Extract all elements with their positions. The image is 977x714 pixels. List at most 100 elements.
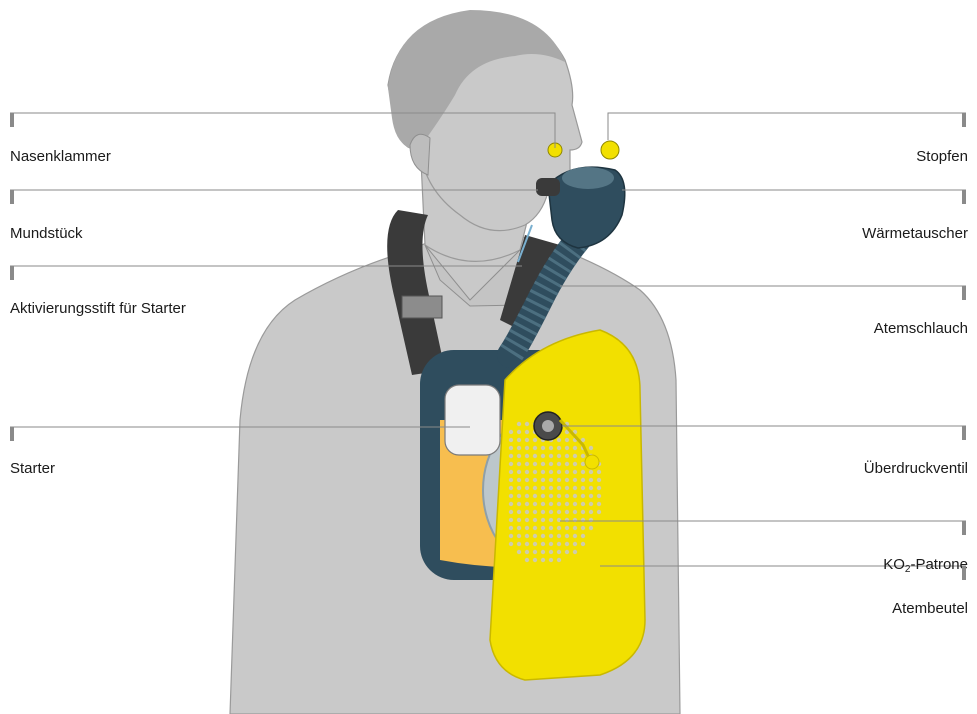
perforation-dot xyxy=(557,454,561,458)
perforation-dot xyxy=(573,526,577,530)
label-atemschlauch: Atemschlauch xyxy=(874,320,968,338)
perforation-dot xyxy=(597,486,601,490)
label-starter: Starter xyxy=(10,460,55,478)
perforation-dot xyxy=(533,558,537,562)
perforation-dot xyxy=(557,526,561,530)
perforation-dot xyxy=(581,494,585,498)
perforation-dot xyxy=(525,462,529,466)
perforation-dot xyxy=(509,470,513,474)
perforation-dot xyxy=(549,462,553,466)
perforation-dot xyxy=(533,542,537,546)
stopper xyxy=(601,141,619,159)
perforation-dot xyxy=(517,534,521,538)
perforation-dot xyxy=(557,550,561,554)
perforation-dot xyxy=(533,446,537,450)
perforation-dot xyxy=(557,446,561,450)
perforation-dot xyxy=(541,550,545,554)
perforation-dot xyxy=(517,454,521,458)
perforation-dot xyxy=(573,534,577,538)
perforation-dot xyxy=(541,534,545,538)
ear xyxy=(410,134,430,175)
perforation-dot xyxy=(549,446,553,450)
perforation-dot xyxy=(509,494,513,498)
perforation-dot xyxy=(549,470,553,474)
perforation-dot xyxy=(509,446,513,450)
perforation-dot xyxy=(517,486,521,490)
perforation-dot xyxy=(565,494,569,498)
perforation-dot xyxy=(589,510,593,514)
perforation-dot xyxy=(589,502,593,506)
perforation-dot xyxy=(541,454,545,458)
perforation-dot xyxy=(581,502,585,506)
perforation-dot xyxy=(581,454,585,458)
perforation-dot xyxy=(549,478,553,482)
perforation-dot xyxy=(509,526,513,530)
perforation-dot xyxy=(549,494,553,498)
perforation-dot xyxy=(573,454,577,458)
perforation-dot xyxy=(565,534,569,538)
perforation-dot xyxy=(589,518,593,522)
tick-atembeutel xyxy=(962,566,966,580)
tick-atemschlauch xyxy=(962,286,966,300)
perforation-dot xyxy=(525,550,529,554)
perforation-dot xyxy=(597,470,601,474)
perforation-dot xyxy=(525,534,529,538)
perforation-dot xyxy=(541,558,545,562)
perforation-dot xyxy=(557,542,561,546)
perforation-dot xyxy=(557,518,561,522)
perforation-dot xyxy=(517,542,521,546)
perforation-dot xyxy=(581,526,585,530)
perforation-dot xyxy=(517,438,521,442)
perforation-dot xyxy=(549,526,553,530)
valve-knob xyxy=(585,455,599,469)
perforation-dot xyxy=(509,478,513,482)
label-stopfen: Stopfen xyxy=(916,148,968,166)
label-nasenklammer: Nasenklammer xyxy=(10,148,111,166)
perforation-dot xyxy=(565,550,569,554)
perforation-dot xyxy=(557,462,561,466)
perforation-dot xyxy=(589,470,593,474)
perforation-dot xyxy=(517,510,521,514)
perforation-dot xyxy=(581,518,585,522)
perforation-dot xyxy=(541,486,545,490)
perforation-dot xyxy=(533,486,537,490)
perforation-dot xyxy=(557,510,561,514)
perforation-dot xyxy=(533,526,537,530)
perforation-dot xyxy=(573,462,577,466)
perforation-dot xyxy=(565,486,569,490)
perforation-dot xyxy=(581,478,585,482)
perforation-dot xyxy=(541,478,545,482)
label-mundstueck: Mundstück xyxy=(10,225,83,243)
perforation-dot xyxy=(525,542,529,546)
perforation-dot xyxy=(597,510,601,514)
perforation-dot xyxy=(533,462,537,466)
perforation-dot xyxy=(581,534,585,538)
label-ko2-suffix: -Patrone xyxy=(910,556,968,573)
tick-ko2 xyxy=(962,521,966,535)
perforation-dot xyxy=(549,502,553,506)
perforation-dot xyxy=(573,478,577,482)
perforation-dot xyxy=(557,470,561,474)
perforation-dot xyxy=(533,438,537,442)
perforation-dot xyxy=(517,550,521,554)
tick-starter xyxy=(10,427,14,441)
perforation-dot xyxy=(573,542,577,546)
label-ko2-text: KO xyxy=(883,556,905,573)
perforation-dot xyxy=(557,534,561,538)
perforation-dot xyxy=(533,518,537,522)
perforation-dot xyxy=(549,518,553,522)
mouthpiece xyxy=(536,178,560,196)
perforation-dot xyxy=(517,502,521,506)
label-atembeutel: Atembeutel xyxy=(892,600,968,618)
label-waermetauscher: Wärmetauscher xyxy=(862,225,968,243)
perforation-dot xyxy=(565,478,569,482)
perforation-dot xyxy=(517,462,521,466)
perforation-dot xyxy=(597,494,601,498)
perforation-dot xyxy=(525,518,529,522)
perforation-dot xyxy=(565,462,569,466)
perforation-dot xyxy=(541,470,545,474)
perforation-dot xyxy=(573,502,577,506)
perforation-dot xyxy=(565,542,569,546)
perforation-dot xyxy=(589,494,593,498)
